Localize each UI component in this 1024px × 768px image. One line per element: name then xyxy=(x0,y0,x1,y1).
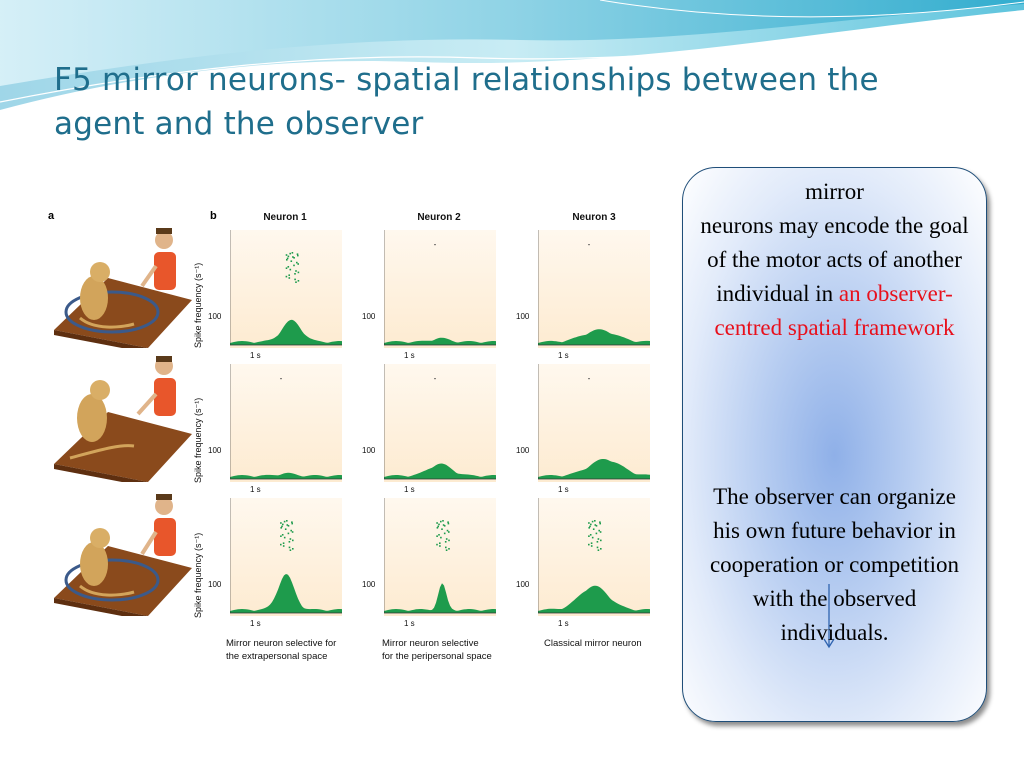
spike-plot-row3-neuron2 xyxy=(384,498,499,616)
caption-line: the extrapersonal space xyxy=(226,651,328,662)
caption-line: Classical mirror neuron xyxy=(544,638,642,649)
tick-label-100: 100 xyxy=(362,580,376,589)
callout-upper-text: mirror neurons may encode the goal of th… xyxy=(697,175,972,345)
caption-neuron-3: Classical mirror neuron xyxy=(544,637,694,650)
tick-label-100: 100 xyxy=(516,312,530,321)
tick-label-100: 100 xyxy=(208,580,222,589)
panel-label-a: a xyxy=(48,210,55,222)
tick-label-1s: 1 s xyxy=(250,485,261,494)
caption-line: Mirror neuron selective for xyxy=(226,638,337,649)
header-wave-decoration xyxy=(0,0,1024,113)
spike-plot-row2-neuron1 xyxy=(230,364,345,482)
tick-label-100: 100 xyxy=(208,446,222,455)
tick-label-100: 100 xyxy=(362,312,376,321)
tick-label-1s: 1 s xyxy=(404,619,415,628)
panel-label-b: b xyxy=(210,210,217,222)
y-axis-label-row-3: Spike frequency (s⁻¹) xyxy=(193,532,203,618)
spike-plot-row1-neuron2 xyxy=(384,230,499,348)
tick-label-1s: 1 s xyxy=(558,619,569,628)
caption-neuron-2: Mirror neuron selective for the peripers… xyxy=(382,637,532,663)
neuron-2-title: Neuron 2 xyxy=(417,212,461,223)
spike-plot-row2-neuron3 xyxy=(538,364,653,482)
explanation-callout: mirror neurons may encode the goal of th… xyxy=(682,167,987,722)
spike-plot-row1-neuron1 xyxy=(230,230,345,348)
callout-lower-text: The observer can organize his own future… xyxy=(709,484,960,645)
caption-line: for the peripersonal space xyxy=(382,651,492,662)
callout-sentence-main: neurons may encode the goal of the motor… xyxy=(700,213,969,306)
spike-plot-row3-neuron1 xyxy=(230,498,345,616)
spike-plot-row2-neuron2 xyxy=(384,364,499,482)
monkey-scene-peripersonal xyxy=(50,354,192,487)
tick-label-1s: 1 s xyxy=(558,485,569,494)
tick-label-100: 100 xyxy=(208,312,222,321)
callout-sentence: neurons may encode the goal of the motor… xyxy=(697,209,972,345)
tick-label-1s: 1 s xyxy=(250,619,261,628)
callout-word-mirror: mirror xyxy=(805,179,864,204)
neuron-3-title: Neuron 3 xyxy=(572,212,616,223)
tick-label-100: 100 xyxy=(516,580,530,589)
tick-label-1s: 1 s xyxy=(250,351,261,360)
spike-plot-row3-neuron3 xyxy=(538,498,653,616)
tick-label-1s: 1 s xyxy=(404,485,415,494)
caption-neuron-1: Mirror neuron selective for the extraper… xyxy=(226,637,376,663)
y-axis-label-row-1: Spike frequency (s⁻¹) xyxy=(193,262,203,348)
callout-highlight: an observer-centred spatial framework xyxy=(714,281,955,340)
slide-title: F5 mirror neurons- spatial relationships… xyxy=(54,62,879,142)
monkey-scene-extrapersonal xyxy=(50,220,192,353)
research-figure: a b Neuron 1 Neuron 2 Neuron 3 Spike fre… xyxy=(38,186,664,676)
neuron-1-title: Neuron 1 xyxy=(263,212,307,223)
tick-label-1s: 1 s xyxy=(558,351,569,360)
tick-label-100: 100 xyxy=(516,446,530,455)
tick-label-1s: 1 s xyxy=(404,351,415,360)
caption-line: Mirror neuron selective xyxy=(382,638,479,649)
down-arrow-icon xyxy=(823,584,835,649)
monkey-scene-classical xyxy=(50,488,192,621)
spike-plot-row1-neuron3 xyxy=(538,230,653,348)
tick-label-100: 100 xyxy=(362,446,376,455)
y-axis-label-row-2: Spike frequency (s⁻¹) xyxy=(193,397,203,483)
